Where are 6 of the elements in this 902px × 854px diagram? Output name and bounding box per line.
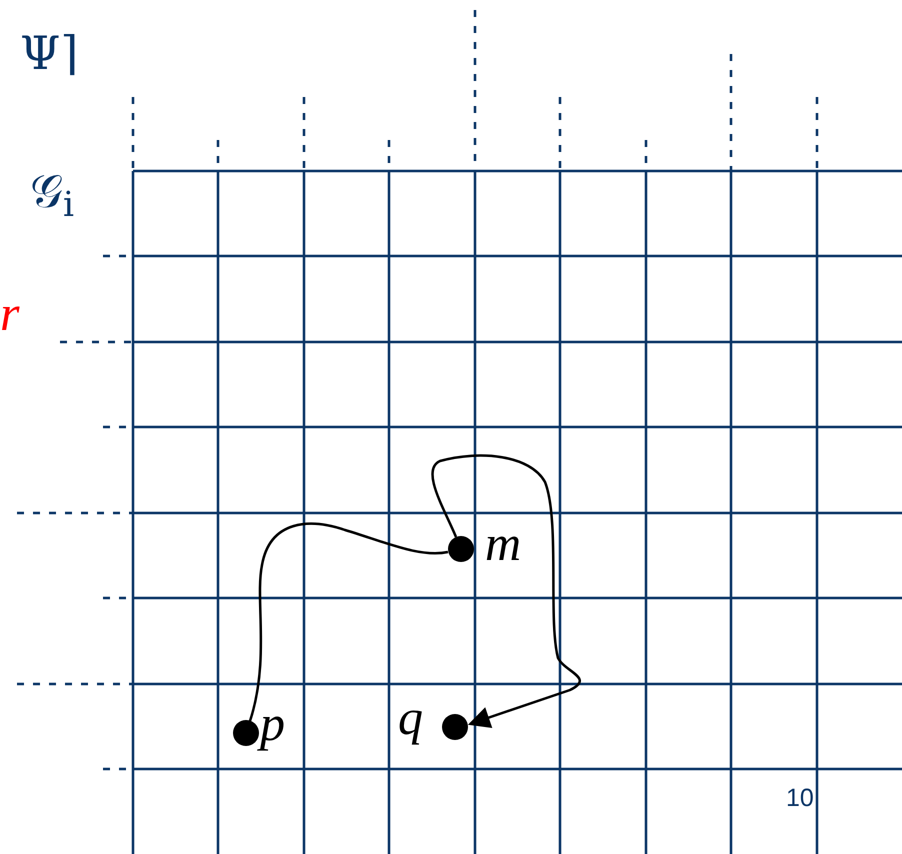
point-label: m [485,518,522,568]
variable-label: r [0,288,20,338]
math-label: Ψ⌉ [20,30,78,76]
number-label: 10 [786,786,814,811]
curved-arrow [431,454,580,728]
math-label: 𝒢$_{i}$ [30,168,74,214]
